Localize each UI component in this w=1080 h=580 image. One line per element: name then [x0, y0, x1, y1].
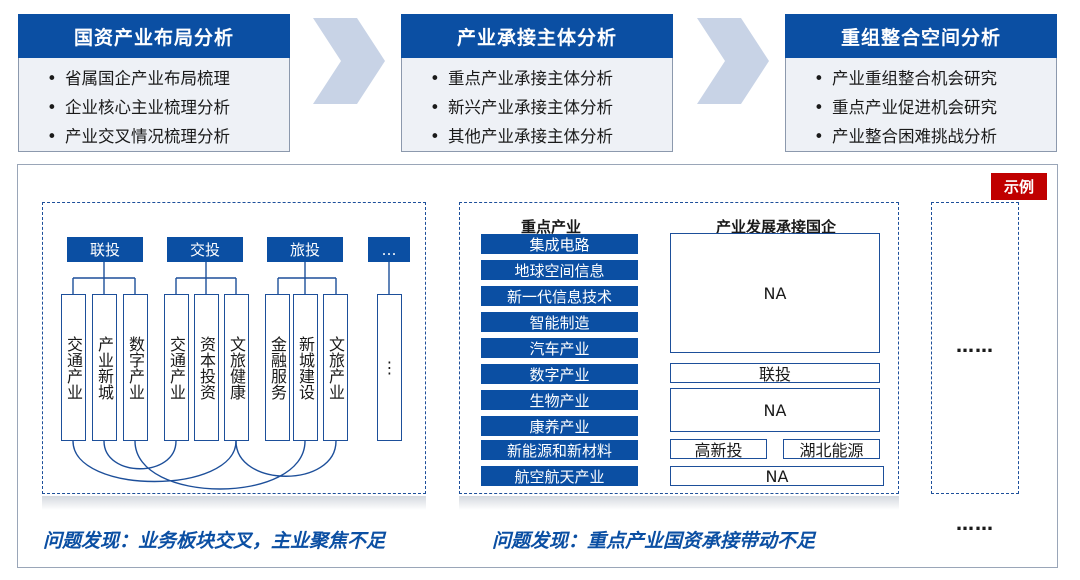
column-items: 重点产业承接主体分析 新兴产业承接主体分析 其他产业承接主体分析: [401, 58, 673, 152]
industry-column: 资本投资: [194, 294, 219, 441]
shadow-divider: [42, 496, 426, 510]
key-industry-area: [459, 202, 899, 494]
example-badge: 示例: [990, 173, 1047, 200]
enterprise-na-bottom: NA: [670, 466, 884, 486]
industry-column: 金融服务: [265, 294, 290, 441]
business-overlap-area: [42, 202, 426, 494]
industry-item: 智能制造: [481, 312, 638, 332]
column-integration-analysis: 重组整合空间分析 产业重组整合机会研究 重点产业促进机会研究 产业整合困难挑战分…: [785, 14, 1057, 152]
industry-item: 生物产业: [481, 390, 638, 410]
industry-column: 文旅健康: [224, 294, 249, 441]
list-item: 产业交叉情况梳理分析: [47, 122, 289, 151]
finding-left: 问题发现：业务板块交叉，主业聚焦不足: [43, 530, 386, 552]
shadow-divider: [459, 496, 899, 510]
group-liantou: 联投: [67, 237, 143, 262]
group-more: …: [368, 237, 410, 262]
enterprise-na-mid: NA: [670, 388, 880, 432]
list-item: 其他产业承接主体分析: [430, 122, 672, 151]
industry-item: 集成电路: [481, 234, 638, 254]
enterprise-liantou: 联投: [670, 363, 880, 384]
column-items: 省属国企产业布局梳理 企业核心主业梳理分析 产业交叉情况梳理分析: [18, 58, 290, 152]
ellipsis: ……: [956, 336, 994, 357]
industry-item: 新能源和新材料: [481, 440, 638, 460]
industry-column-more: ⋮: [377, 294, 402, 441]
finding-right: 问题发现：重点产业国资承接带动不足: [492, 530, 816, 552]
column-layout-analysis: 国资产业布局分析 省属国企产业布局梳理 企业核心主业梳理分析 产业交叉情况梳理分…: [18, 14, 290, 152]
ellipsis-bottom: ……: [956, 514, 994, 535]
industry-item: 汽车产业: [481, 338, 638, 358]
arrow-right-icon: [313, 18, 385, 104]
arrow-right-icon: [697, 18, 769, 104]
industry-column: 文旅产业: [323, 294, 348, 441]
column-items: 产业重组整合机会研究 重点产业促进机会研究 产业整合困难挑战分析: [785, 58, 1057, 152]
industry-column: 交通产业: [61, 294, 86, 441]
list-item: 省属国企产业布局梳理: [47, 64, 289, 93]
industry-item: 康养产业: [481, 416, 638, 436]
industry-column: 产业新城: [92, 294, 117, 441]
industry-column: 新城建设: [293, 294, 318, 441]
industry-item: 航空航天产业: [481, 466, 638, 486]
column-title: 重组整合空间分析: [785, 14, 1057, 58]
group-lvtou: 旅投: [267, 237, 343, 262]
industry-column: 数字产业: [123, 294, 148, 441]
column-subject-analysis: 产业承接主体分析 重点产业承接主体分析 新兴产业承接主体分析 其他产业承接主体分…: [401, 14, 673, 152]
list-item: 产业整合困难挑战分析: [814, 122, 1056, 151]
industry-column: 交通产业: [164, 294, 189, 441]
industry-item: 新一代信息技术: [481, 286, 638, 306]
more-area: [931, 202, 1019, 494]
enterprise-gaoxintou: 高新投: [670, 439, 767, 460]
industry-item: 数字产业: [481, 364, 638, 384]
list-item: 企业核心主业梳理分析: [47, 93, 289, 122]
list-item: 产业重组整合机会研究: [814, 64, 1056, 93]
group-jiaotou: 交投: [167, 237, 243, 262]
list-item: 重点产业承接主体分析: [430, 64, 672, 93]
enterprise-hubei-energy: 湖北能源: [783, 439, 880, 460]
enterprise-na-top: NA: [670, 233, 880, 353]
header-key-industry: 重点产业: [521, 218, 582, 236]
list-item: 重点产业促进机会研究: [814, 93, 1056, 122]
column-title: 国资产业布局分析: [18, 14, 290, 58]
list-item: 新兴产业承接主体分析: [430, 93, 672, 122]
industry-item: 地球空间信息: [481, 260, 638, 280]
column-title: 产业承接主体分析: [401, 14, 673, 58]
header-enterprise: 产业发展承接国企: [716, 218, 837, 236]
